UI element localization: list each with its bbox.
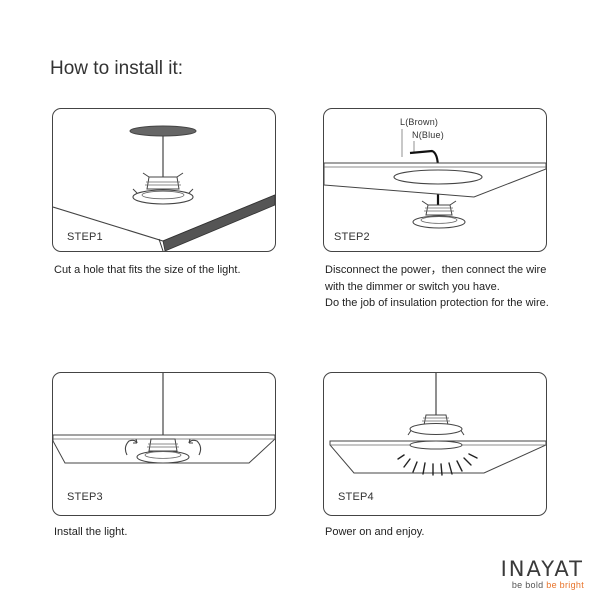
step2-label: STEP2 [334,231,370,243]
brand-tagline-part1: be bold [511,580,547,590]
step3-caption-line: Install the light. [54,526,128,538]
step4-label: STEP4 [338,491,374,503]
step2-caption-line2: with the dimmer or switch you have. [325,280,500,293]
step1-caption: Cut a hole that fits the size of the lig… [54,262,241,279]
step1-panel: STEP1 [52,108,276,252]
step1-illustration [53,125,275,251]
step3-caption: Install the light. [54,524,127,541]
step2-caption-line3: Do the job of insulation protection for … [325,297,549,309]
wire-label-neutral: N(Blue) [412,130,444,140]
brand-name: INAYAT [500,557,584,581]
step3-label: STEP3 [67,491,103,503]
step2-caption: Disconnect the power，then connect the wi… [325,262,549,312]
brand-tagline: be bold be bright [501,580,584,590]
step1-label: STEP1 [67,231,103,243]
step2-panel: L(Brown) N(Blue) STEP2 [323,108,547,252]
step4-caption: Power on and enjoy. [325,524,424,541]
step3-illustration [53,373,275,464]
step4-illustration [329,373,546,476]
wire-label-live: L(Brown) [400,117,439,127]
brand-tagline-part2: be bright [546,580,584,590]
page-title: How to install it: [50,58,184,79]
step1-caption-line: Cut a hole that fits the size of the lig… [54,264,241,276]
step2-illustration [324,129,546,229]
brand-logo: INAYAT be bold be bright [501,557,584,590]
step3-panel: STEP3 [52,372,276,516]
step2-caption-line1: Disconnect the power，then connect the wi… [325,264,547,276]
step4-panel: STEP4 [323,372,547,516]
step4-caption-line: Power on and enjoy. [325,526,425,538]
